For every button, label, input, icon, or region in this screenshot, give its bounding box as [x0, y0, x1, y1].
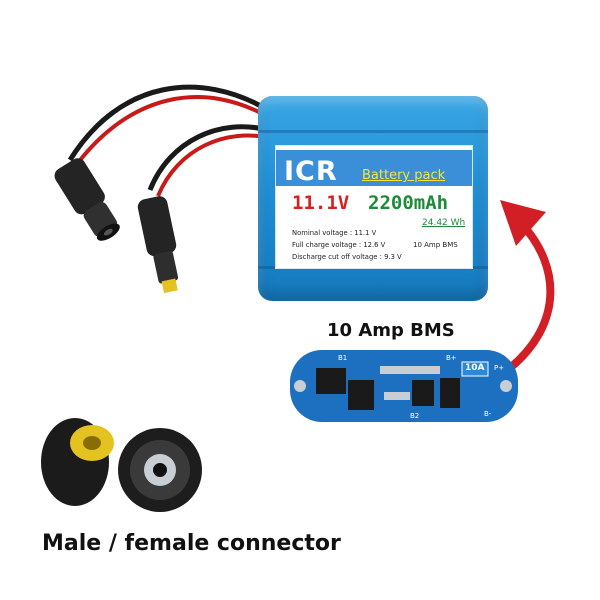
energy-text: 24.42 Wh — [422, 218, 466, 228]
female-connector-closeup — [118, 428, 202, 512]
chemistry-text: ICR — [284, 156, 338, 187]
female-barrel-plug — [54, 158, 120, 241]
label-title: Battery pack — [362, 168, 446, 183]
black-wire-upper — [67, 84, 270, 162]
red-arrow-curve — [502, 219, 555, 376]
label-bms-tag: 10 Amp BMS — [413, 241, 458, 249]
voltage-text: 11.1V — [292, 192, 350, 214]
spec-cutoff: Discharge cut off voltage : 9.3 V — [292, 253, 402, 261]
label-header-band: ICR Battery pack — [276, 150, 472, 187]
capacity-text: 2200mAh — [368, 192, 449, 214]
connector-caption: Male / female connector — [42, 531, 341, 556]
bms-marking-bminus: B- — [484, 410, 492, 418]
black-wire-lower — [147, 124, 269, 191]
battery-label: ICR Battery pack 11.1V 2200mAh 24.42 Wh … — [276, 146, 472, 268]
battery-seam — [258, 130, 488, 133]
red-arrow-head — [500, 200, 546, 246]
spec-full-charge: Full charge voltage : 12.6 V — [292, 241, 386, 249]
bms-title: 10 Amp BMS — [327, 320, 455, 341]
bms-marking-b1: B1 — [338, 354, 348, 362]
bms-marking-10a: 10A — [465, 363, 485, 373]
bms-marking-b2: B2 — [410, 412, 420, 420]
bms-marking-bplus: B+ — [446, 354, 457, 362]
bms-marking-pplus: P+ — [494, 364, 505, 372]
red-wire-upper — [72, 95, 272, 170]
red-wire-lower — [156, 133, 271, 197]
male-barrel-plug — [137, 196, 179, 294]
male-connector-closeup — [41, 418, 114, 506]
spec-nominal: Nominal voltage : 11.1 V — [292, 229, 377, 237]
bms-board — [290, 350, 518, 422]
